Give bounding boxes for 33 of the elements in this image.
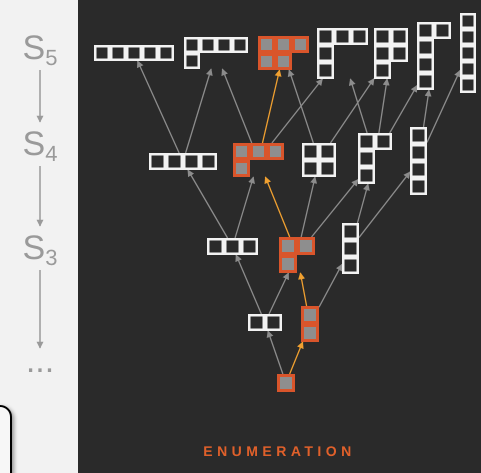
- arrow: [266, 330, 284, 374]
- level-label: S$_{4}$: [22, 127, 58, 161]
- arrow: [311, 179, 358, 238]
- arrow: [318, 264, 343, 308]
- arrow: [422, 89, 432, 128]
- arrow: [426, 70, 461, 143]
- arrow: [356, 183, 370, 224]
- arrow: [221, 68, 252, 144]
- arrow: [330, 78, 375, 144]
- arrow: [389, 84, 418, 134]
- arrow: [289, 341, 304, 374]
- arrow: [348, 78, 368, 134]
- arrow: [234, 176, 255, 238]
- arrow: [288, 69, 314, 144]
- arrow: [36, 70, 44, 123]
- arrow: [235, 254, 262, 314]
- arrow: [137, 60, 180, 154]
- arrow: [300, 176, 318, 238]
- arrow: [264, 176, 290, 238]
- arrow: [298, 272, 308, 306]
- arrow: [268, 272, 290, 314]
- level-label: S$_{3}$: [22, 231, 58, 265]
- level-label: ...: [26, 344, 54, 378]
- arrow: [378, 78, 390, 134]
- arrow: [271, 78, 323, 144]
- arrow: [36, 270, 44, 349]
- arrow: [184, 68, 213, 154]
- arrow: [36, 166, 44, 227]
- caption: ENUMERATION: [202, 442, 357, 461]
- level-label: S$_{5}$: [22, 31, 58, 65]
- arrow: [358, 171, 411, 238]
- arrow: [187, 169, 228, 238]
- arrow: [262, 69, 282, 144]
